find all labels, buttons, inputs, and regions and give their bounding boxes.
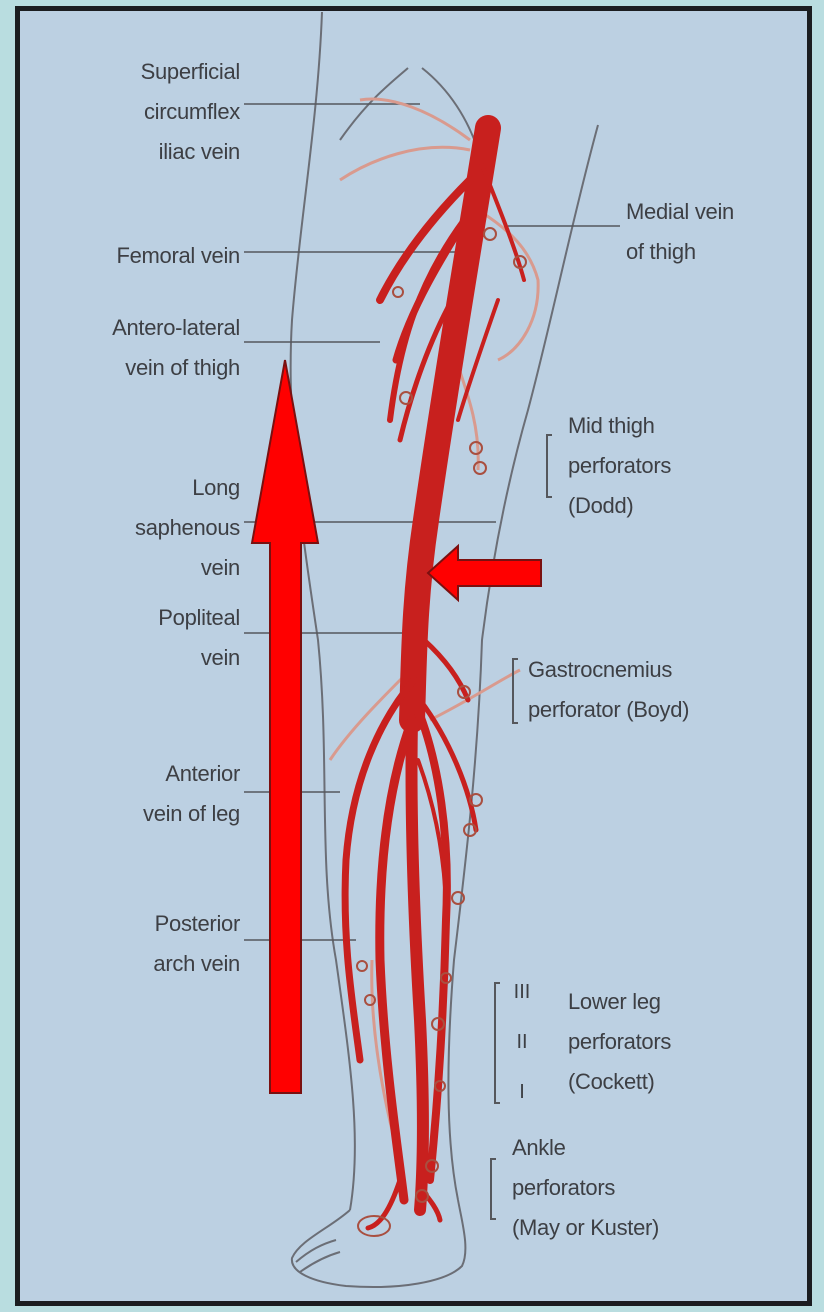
label-medial-vein-of-thigh: Medial vein of thigh <box>626 192 734 272</box>
label-posterior-arch-vein: Posterior arch vein <box>153 904 240 984</box>
bracket-gastrocnemius <box>512 658 518 724</box>
long-upward-arrow <box>252 360 318 1093</box>
label-ankle-perforators: Ankle perforators (May or Kuster) <box>512 1128 659 1248</box>
label-mid-thigh-perforators: Mid thigh perforators (Dodd) <box>568 406 671 526</box>
pointer-arrow <box>428 546 541 600</box>
label-lower-leg-perforators: Lower leg perforators (Cockett) <box>568 982 671 1102</box>
bracket-lower-leg <box>494 982 500 1104</box>
label-popliteal-vein: Popliteal vein <box>158 598 240 678</box>
bracket-mid-thigh <box>546 434 552 498</box>
label-femoral-vein: Femoral vein <box>116 236 240 276</box>
numeral-iii: III <box>512 972 532 1012</box>
numeral-ii: II <box>512 1022 532 1062</box>
label-gastrocnemius-perforator: Gastrocnemius perforator (Boyd) <box>528 650 689 730</box>
label-antero-lateral-vein-of-thigh: Antero-lateral vein of thigh <box>112 308 240 388</box>
numeral-i: I <box>512 1072 532 1112</box>
label-anterior-vein-of-leg: Anterior vein of leg <box>143 754 240 834</box>
bracket-ankle <box>490 1158 496 1220</box>
label-long-saphenous-vein: Long saphenous vein <box>135 468 240 588</box>
tributary-veins <box>330 99 538 1130</box>
label-superficial-circumflex-iliac-vein: Superficial circumflex iliac vein <box>141 52 240 172</box>
